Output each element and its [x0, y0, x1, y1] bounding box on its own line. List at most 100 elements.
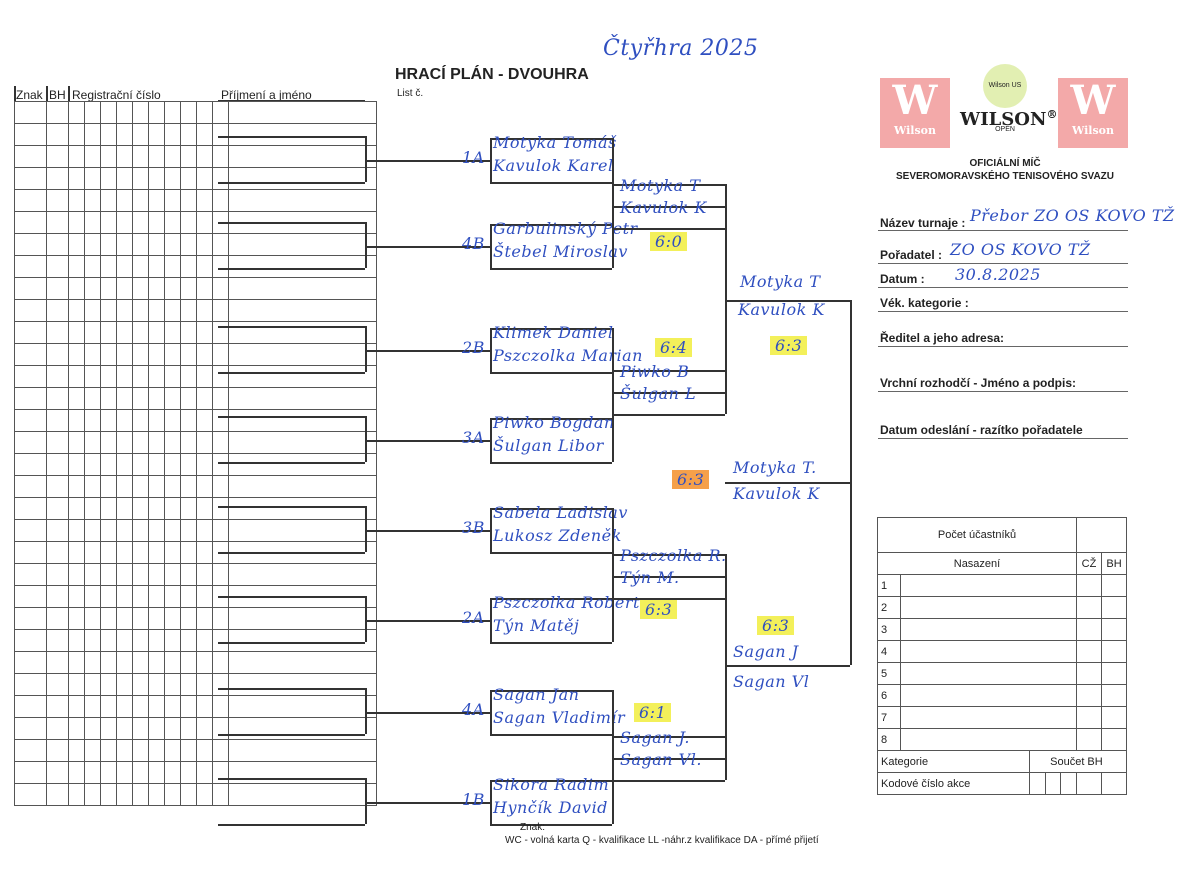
player-row[interactable] — [14, 233, 377, 256]
player-row[interactable] — [14, 673, 377, 696]
seed-label: 4B — [462, 234, 485, 253]
match-score: 6:1 — [634, 703, 672, 722]
bracket-line — [365, 222, 367, 268]
semi-winner: Motyka T — [740, 272, 821, 291]
seed-label: 4A — [462, 700, 485, 719]
bracket-line — [218, 326, 365, 328]
winner-name: Kavulok K — [620, 198, 707, 217]
player-row[interactable] — [14, 365, 377, 388]
bracket-line — [365, 620, 490, 622]
seed-row: 5 — [877, 662, 1127, 685]
participants-label: Počet účastníků — [877, 517, 1077, 553]
match-score: 6:3 — [770, 336, 808, 355]
col-reg: Registrační číslo — [72, 88, 161, 102]
seed-number: 6 — [877, 684, 901, 707]
sent-label: Datum odeslání - razítko pořadatele — [880, 423, 1083, 437]
player-row[interactable] — [14, 453, 377, 476]
tournament-label: Název turnaje : — [880, 216, 966, 230]
player-row[interactable] — [14, 167, 377, 190]
bracket-line — [365, 416, 367, 462]
seed-label: 3A — [462, 428, 485, 447]
seed-number: 5 — [877, 662, 901, 685]
match-score: 6:0 — [650, 232, 688, 251]
player-row[interactable] — [14, 189, 377, 212]
final-winner: Kavulok K — [733, 484, 820, 503]
player-row[interactable] — [14, 277, 377, 300]
player-row[interactable] — [14, 475, 377, 498]
seed-row: 2 — [877, 596, 1127, 619]
handwritten-title: Čtyřhra 2025 — [603, 36, 759, 61]
player-row[interactable] — [14, 519, 377, 542]
age-label: Vék. kategorie : — [880, 296, 969, 310]
player-name: Lukosz Zdeněk — [493, 526, 622, 545]
sheet-label: List č. — [397, 88, 424, 99]
player-row[interactable] — [14, 695, 377, 718]
player-row[interactable] — [14, 761, 377, 784]
director-label: Ředitel a jeho adresa: — [880, 331, 1005, 345]
bracket-line — [490, 508, 612, 510]
bracket-line — [490, 268, 612, 270]
organizer-value: ZO OS KOVO TŽ — [950, 240, 1091, 259]
code-label: Kodové číslo akce — [876, 772, 1031, 795]
player-name: Sikora Radim — [493, 775, 610, 794]
player-row[interactable] — [14, 431, 377, 454]
winner-name: Sagan Vl. — [620, 750, 702, 769]
bracket-line — [365, 160, 490, 162]
player-name: Motyka Tomáš — [493, 133, 617, 152]
bracket-line — [218, 182, 365, 184]
seed-row: 1 — [877, 574, 1127, 597]
player-row[interactable] — [14, 651, 377, 674]
player-row[interactable] — [14, 387, 377, 410]
bracket-line — [365, 802, 490, 804]
col-name: Příjmení a jméno — [221, 88, 312, 102]
player-name: Šulgan Libor — [493, 436, 604, 455]
bracket-line — [490, 138, 492, 182]
legend-text: WC - volná karta Q - kvalifikace LL -náh… — [505, 835, 819, 846]
seed-label: 3B — [462, 518, 485, 537]
player-row[interactable] — [14, 255, 377, 278]
player-row[interactable] — [14, 145, 377, 168]
seed-row: 8 — [877, 728, 1127, 751]
bracket-line — [725, 482, 850, 484]
player-row[interactable] — [14, 123, 377, 146]
player-row[interactable] — [14, 497, 377, 520]
player-name: Štebel Miroslav — [493, 242, 628, 261]
player-row[interactable] — [14, 343, 377, 366]
referee-label: Vrchní rozhodčí - Jméno a podpis: — [880, 376, 1077, 390]
bracket-line — [490, 552, 612, 554]
player-row[interactable] — [14, 607, 377, 630]
bracket-line — [218, 688, 365, 690]
bracket-line — [490, 182, 612, 184]
player-row[interactable] — [14, 739, 377, 762]
player-row[interactable] — [14, 409, 377, 432]
semi-winner: Kavulok K — [738, 300, 825, 319]
player-row[interactable] — [14, 629, 377, 652]
match-score: 6:3 — [640, 600, 678, 619]
player-row[interactable] — [14, 783, 377, 806]
bracket-line — [365, 350, 490, 352]
semi-winner: Sagan Vl — [733, 672, 810, 691]
seed-row: 6 — [877, 684, 1127, 707]
player-row[interactable] — [14, 563, 377, 586]
player-name: Týn Matěj — [493, 616, 580, 635]
bracket-line — [612, 328, 614, 462]
match-score: 6:3 — [640, 600, 678, 619]
category-label: Kategorie — [876, 750, 1031, 773]
seed-label: 1A — [462, 148, 485, 167]
bracket-line — [490, 418, 492, 462]
bracket-line — [612, 508, 614, 642]
player-row[interactable] — [14, 321, 377, 344]
col-bh: BH — [49, 88, 66, 102]
bracket-line — [365, 778, 367, 824]
player-row[interactable] — [14, 299, 377, 322]
final-score: 6:3 — [672, 470, 710, 489]
bracket-line — [365, 596, 367, 642]
player-row[interactable] — [14, 101, 377, 124]
bracket-line — [490, 224, 612, 226]
winner-name: Pszczolka R. — [620, 546, 727, 565]
bracket-line — [725, 300, 850, 302]
player-row[interactable] — [14, 717, 377, 740]
seed-label: 1B — [462, 790, 485, 809]
player-name: Sabela Ladislav — [493, 503, 628, 522]
ball-logo: Wilson US OPEN — [983, 64, 1027, 133]
